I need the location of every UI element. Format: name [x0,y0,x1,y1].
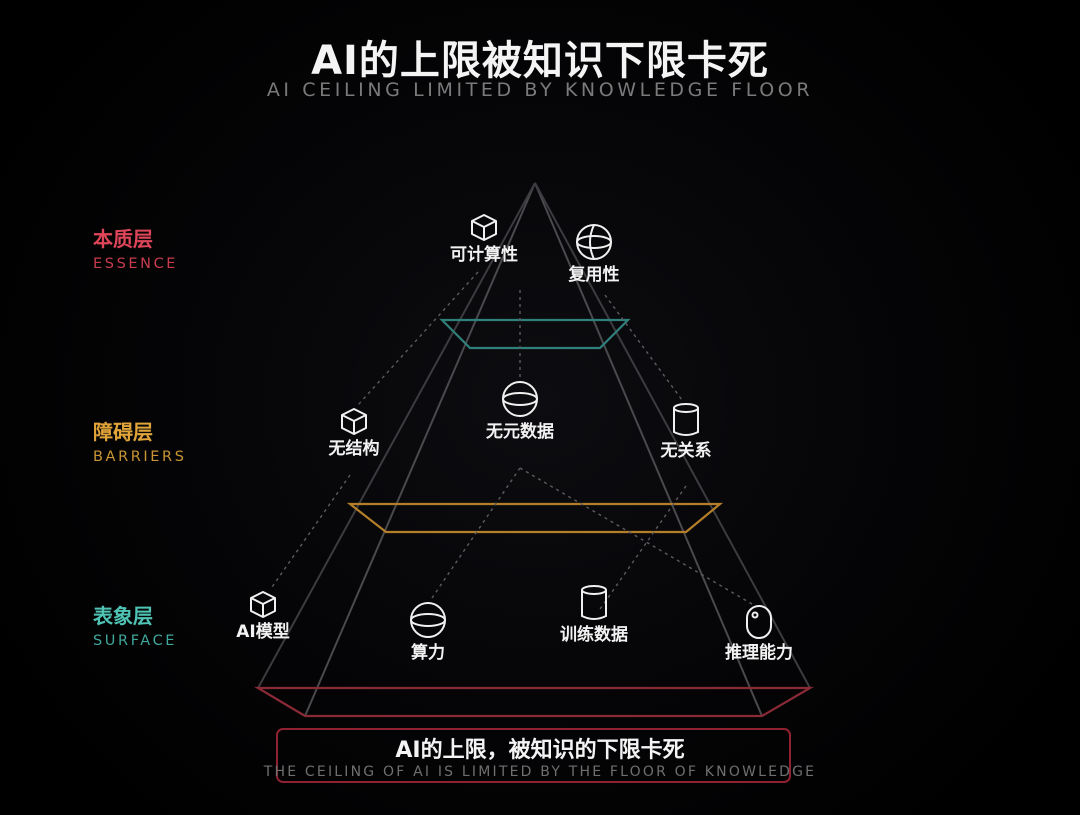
node-label: AI模型 [236,622,290,642]
pyramid-edge-right-back [534,182,811,689]
layer-essence-en: ESSENCE [93,256,179,272]
connector-metadata-compute [431,467,521,599]
node-training-data: 训练数据 [534,584,654,646]
capsule-icon [746,605,772,639]
sphere-icon [410,602,446,638]
node-label: 训练数据 [560,625,628,645]
node-label: 算力 [411,643,445,663]
page-subtitle: AI CEILING LIMITED BY KNOWLEDGE FLOOR [266,79,814,101]
node-label: 推理能力 [725,643,793,663]
connector-metadata-reasoning [519,467,753,605]
pyramid-edge-left-front [304,182,536,717]
node-computability: 可计算性 [424,212,544,266]
layer-label-surface: 表象层 SURFACE [93,604,177,651]
layer-barriers-zh: 障碍层 [93,420,153,444]
connector-unstructured-aimodel [269,474,351,591]
node-reasoning: 推理能力 [699,604,819,664]
layer-label-barriers: 障碍层 BARRIERS [93,420,187,467]
connector-computability-unstructured [357,271,479,406]
surface-ring [254,686,815,718]
sphere-icon [502,381,538,417]
sphere-icon [576,224,612,260]
essence-ring [439,318,631,350]
page-title: AI的上限被知识下限卡死 [311,38,769,84]
pyramid-edges [257,182,811,717]
node-label: 无关系 [660,441,712,461]
connector-reusability-relations [604,294,683,401]
node-label: 复用性 [568,265,620,285]
node-unstructured: 无结构 [294,406,414,460]
cylinder-icon [581,585,607,620]
cylinder-icon [673,403,699,436]
node-no-relations: 无关系 [626,402,746,462]
footer-box [276,728,791,783]
node-label: 可计算性 [450,245,518,265]
layer-surface-en: SURFACE [93,633,178,649]
cube-icon [471,214,497,241]
layer-essence-zh: 本质层 [93,227,153,251]
cube-icon [341,408,367,435]
node-label: 无元数据 [486,422,554,442]
barriers-ring [346,502,724,534]
footer-conclusion-zh: AI的上限，被知识的下限卡死 [395,738,685,763]
layer-surface-zh: 表象层 [93,604,153,628]
pyramid-edge-left-back [257,182,536,689]
node-reusability: 复用性 [534,222,654,286]
connector-relations-training [597,485,687,613]
dotted-connectors [269,271,753,613]
node-no-metadata: 无元数据 [460,379,580,443]
layer-barriers-en: BARRIERS [93,449,187,465]
node-compute-power: 算力 [368,600,488,664]
cube-icon [250,591,276,618]
node-ai-model: AI模型 [203,589,323,643]
pyramid-edge-right-front [534,182,763,717]
node-label: 无结构 [328,439,380,459]
footer-conclusion-en: THE CEILING OF AI IS LIMITED BY THE FLOO… [263,764,817,780]
layer-label-essence: 本质层 ESSENCE [93,227,178,274]
